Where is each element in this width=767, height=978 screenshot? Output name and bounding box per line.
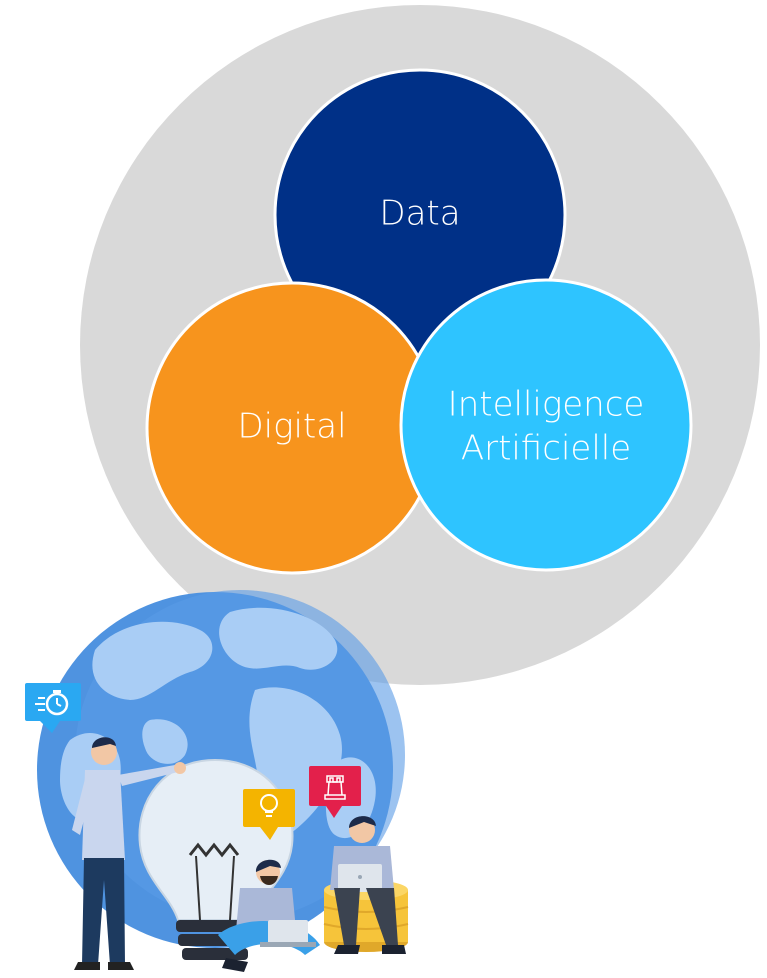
illustration: [25, 590, 409, 972]
lightbulb-icon: [243, 789, 295, 840]
ai-circle-label-line1: Intelligence: [448, 385, 645, 425]
sitting-man-right-figure: [330, 816, 406, 954]
ai-circle: [399, 278, 693, 572]
standing-man-figure: [72, 737, 186, 970]
data-circle-label: Data: [379, 194, 460, 234]
sitting-man-left-figure: [218, 859, 320, 972]
chess-rook-icon: [309, 766, 361, 818]
globe-icon: [37, 590, 405, 948]
stopwatch-icon: [25, 683, 81, 733]
digital-circle-label: Digital: [237, 407, 346, 447]
ai-circle-label-line2: Artificielle: [461, 429, 631, 469]
